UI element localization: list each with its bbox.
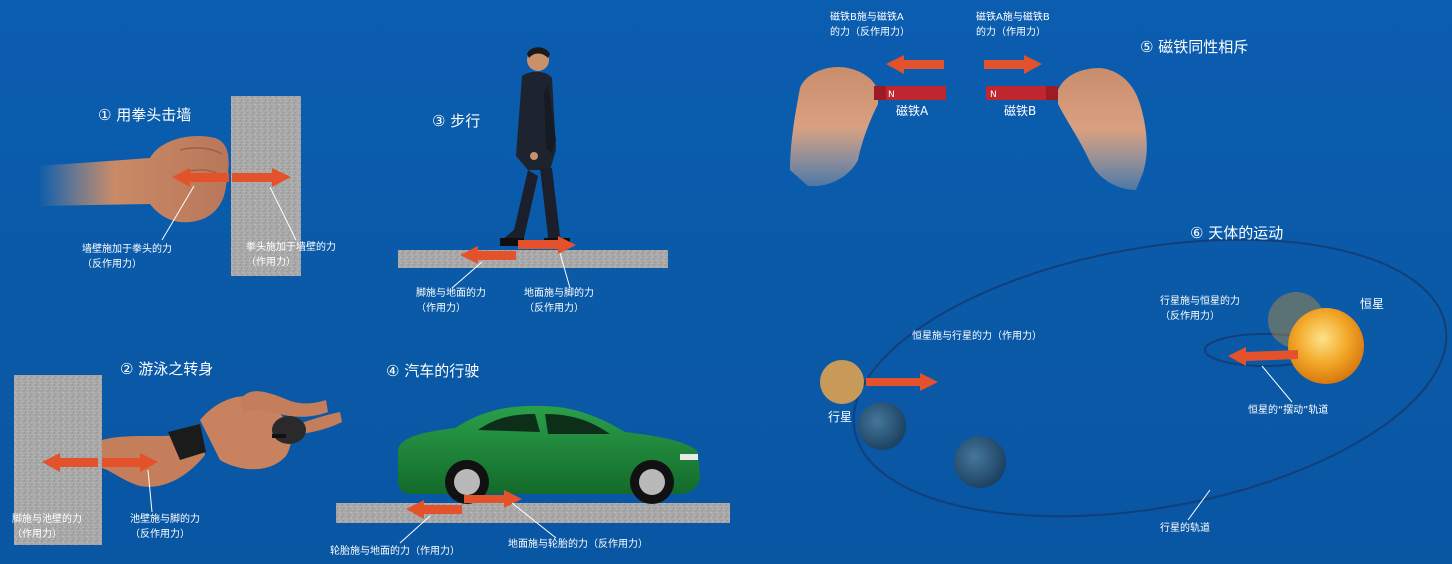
- left-hand: [790, 66, 878, 187]
- swimmer-arm: [240, 391, 328, 417]
- magnet-a: [874, 86, 946, 100]
- magnet-b-label: 磁铁B: [1004, 104, 1037, 118]
- planet-label: 行星: [828, 410, 853, 424]
- walk-title: ③ 步行: [432, 112, 481, 130]
- punch-action-line-2: （作用力）: [246, 257, 296, 268]
- planet-orbit-label: 行星的轨道: [1160, 523, 1210, 534]
- punch-reaction-label: 墙壁施加于拳头的力 （反作用力）: [82, 242, 172, 272]
- car-reaction-label: 地面施与轮胎的力（反作用力）: [508, 539, 648, 550]
- punch-reaction-line-2: （反作用力）: [82, 259, 142, 270]
- star-force-label: 行星施与恒星的力 （反作用力）: [1160, 294, 1240, 324]
- celestial-illustration: [820, 238, 1448, 521]
- swim-action-label: 脚施与池壁的力 （作用力）: [12, 512, 82, 542]
- star-wobble-label: 恒星的“摆动”轨道: [1248, 405, 1329, 416]
- magnet-a-pole: N: [888, 90, 895, 100]
- planet-ghost-2: [954, 436, 1006, 488]
- punch-title: ① 用拳头击墙: [98, 106, 192, 124]
- ground: [398, 250, 668, 268]
- magnet-reaction-line-1: 磁铁B施与磁铁A: [830, 12, 904, 23]
- magnet-action-line-1: 磁铁A施与磁铁B: [976, 12, 1050, 23]
- planet-orbit: [852, 238, 1448, 518]
- star-label: 恒星: [1360, 297, 1385, 311]
- magnet-reaction-label: 磁铁B施与磁铁A 的力（反作用力）: [830, 10, 910, 40]
- magnet-reaction-line-2: 的力（反作用力）: [830, 27, 910, 38]
- walk-reaction-line-1: 地面施与脚的力: [524, 288, 594, 299]
- celestial-title: ⑥ 天体的运动: [1190, 224, 1284, 242]
- walk-illustration: [398, 47, 668, 289]
- punch-action-label: 拳头施加于墙壁的力 （作用力）: [246, 240, 336, 270]
- swim-reaction-label: 池壁施与脚的力 （反作用力）: [130, 512, 200, 542]
- car-action-label: 轮胎施与地面的力（作用力）: [330, 546, 460, 557]
- force-arrow-right: [232, 168, 291, 187]
- swim-cap: [272, 416, 306, 444]
- punch-illustration: [38, 96, 301, 276]
- punch-reaction-line-1: 墙壁施加于拳头的力: [82, 244, 172, 255]
- wall: [231, 96, 301, 276]
- swimmer-torso: [200, 396, 291, 470]
- swim-reaction-line-2: （反作用力）: [130, 529, 190, 540]
- swim-reaction-line-1: 池壁施与脚的力: [130, 514, 200, 525]
- magnet-action-label: 磁铁A施与磁铁B 的力（作用力）: [976, 10, 1050, 40]
- planet-force-label: 恒星施与行星的力（作用力）: [912, 331, 1042, 342]
- walk-action-line-2: （作用力）: [416, 303, 466, 314]
- magnet-a-label: 磁铁A: [896, 104, 929, 118]
- magnet-b: [986, 86, 1058, 100]
- walk-reaction-line-2: （反作用力）: [524, 303, 584, 314]
- magnet-action-line-2: 的力（作用力）: [976, 27, 1046, 38]
- star-force-line-1: 行星施与恒星的力: [1160, 296, 1240, 307]
- force-arrow-left: [172, 168, 229, 187]
- magnet-illustration: [790, 55, 1147, 190]
- star: [1288, 308, 1364, 384]
- walk-action-label: 脚施与地面的力 （作用力）: [416, 286, 486, 316]
- car-illustration: [336, 405, 730, 544]
- star-force-line-2: （反作用力）: [1160, 311, 1220, 322]
- walk-reaction-label: 地面施与脚的力 （反作用力）: [524, 286, 594, 316]
- swim-action-line-1: 脚施与池壁的力: [12, 514, 82, 525]
- swim-action-line-2: （作用力）: [12, 529, 62, 540]
- planet-ghost-1: [858, 402, 906, 450]
- swim-title: ② 游泳之转身: [120, 360, 214, 378]
- magnet-b-pole: N: [990, 90, 997, 100]
- right-hand: [1058, 68, 1147, 190]
- walk-action-line-1: 脚施与地面的力: [416, 288, 486, 299]
- car-title: ④ 汽车的行驶: [386, 362, 480, 380]
- arm-and-fist: [38, 136, 229, 223]
- swimmer-trunks: [168, 424, 206, 460]
- planet-main: [820, 360, 864, 404]
- swim-illustration: [14, 375, 342, 545]
- punch-action-line-1: 拳头施加于墙壁的力: [246, 242, 336, 253]
- car-window: [478, 414, 540, 432]
- magnet-title: ⑤ 磁铁同性相斥: [1140, 38, 1249, 56]
